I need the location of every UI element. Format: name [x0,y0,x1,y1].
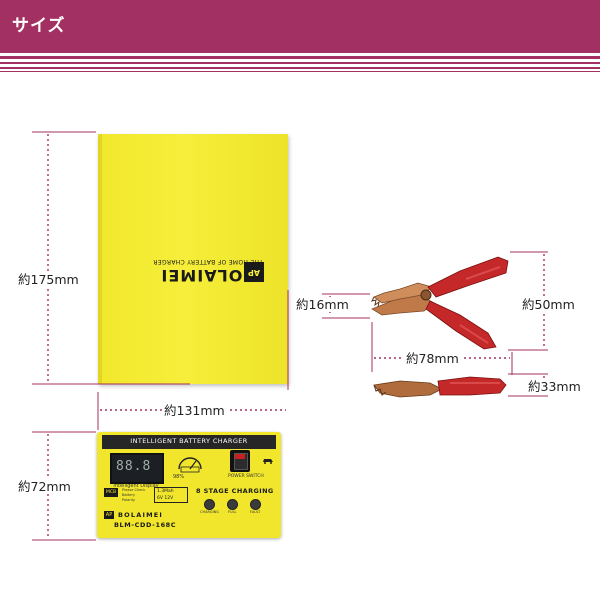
dim-clip-small-label: 約33mm [526,379,583,394]
lcd-display: 88.8 [110,453,164,484]
led-charging [204,499,215,510]
gauge-label: 98% [173,474,185,480]
led-label-charging: CHARGING [200,510,219,514]
panel-logo-icon: AP [104,511,114,519]
header-banner: サイズ [0,0,600,48]
dim-depth-label: 約72mm [16,479,73,494]
panel-model: BLM-CDD-168C [114,521,177,529]
car-icon [263,459,273,464]
charger-case [98,134,288,384]
dim-clip-height-label: 約50mm [520,297,577,312]
switch-label: POWER SWITCH [228,474,264,479]
panel-title: INTELLIGENT BATTERY CHARGER [130,437,248,445]
led-label-full: FULL [228,510,237,514]
display-value: 88.8 [116,459,152,474]
battery-clips [371,256,509,398]
led-label-fault: FAULT [250,510,261,514]
upper-clip-top-handle [427,256,509,298]
dim-clip-length-label: 約78mm [404,351,461,366]
panel-title-bar: INTELLIGENT BATTERY CHARGER [102,435,276,449]
display-label: Intelligent Display [113,483,159,489]
header-stripes [0,48,600,76]
lower-clip-handle [437,376,507,396]
panel-brand: BOLAIMEI [118,511,163,519]
led-full [227,499,238,510]
charger-case-edge [98,134,102,384]
stage-charging-label: 8 STAGE CHARGING [196,487,274,495]
spec-box: 1.3Mah 6V 12V [154,487,188,503]
charger-front-panel [97,432,281,538]
warning-badge: MCB [104,488,118,497]
warning-text: Please Check Battery Polarity [122,488,146,502]
page-title: サイズ [12,16,66,36]
dim-height-label: 約175mm [16,272,81,287]
status-leds: CHARGING FULL FAULT [196,499,272,514]
battery-gauge-icon [178,457,202,473]
dim-clip-jaw-label: 約16mm [294,297,351,312]
led-fault [250,499,261,510]
power-switch-indicator [235,454,245,459]
dim-width-label: 約131mm [162,403,227,418]
